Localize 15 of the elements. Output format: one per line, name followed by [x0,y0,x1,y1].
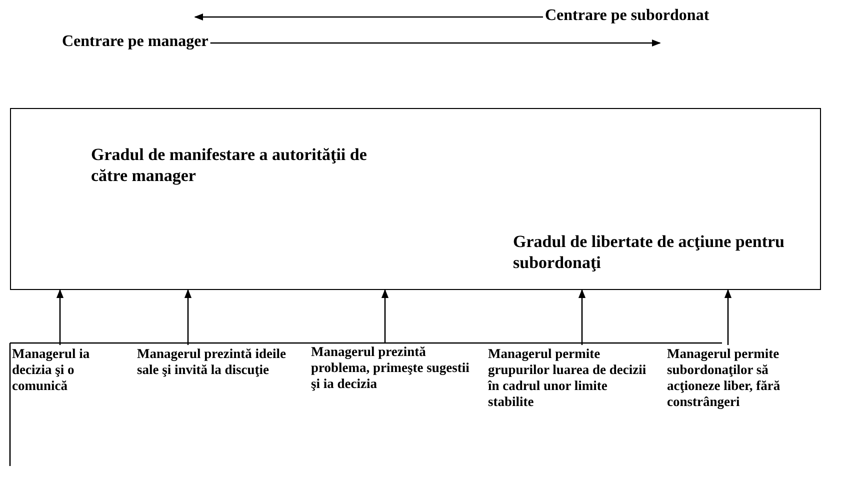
arrow [56,289,64,345]
option-text: Managerul prezintă problema, primeşte sugestii şi ia decizia [311,344,481,392]
direction-label: Centrare pe subordonat [545,7,710,25]
option-text: Managerul permite grupurilor luarea de decizii în cadrul unor limite stabilite [488,346,648,410]
heading-text: Gradul de manifestare a autorităţii de către manager [91,144,368,186]
arrow [724,289,732,345]
option-text: Managerul permite subordonaţilor să acţioneze liber, fără constrângeri [667,346,807,410]
option-text: Managerul prezintă ideile sale şi invită la discuţie [137,346,309,378]
option-text: Managerul ia decizia şi o comunică [12,346,132,394]
arrow [578,289,586,345]
direction-label: Centrare pe manager [62,33,208,51]
arrow [381,289,389,343]
frame-box [10,108,821,290]
arrow [184,289,192,345]
heading-text: Gradul de libertate de acţiune pentru subordonaţi [513,231,786,273]
